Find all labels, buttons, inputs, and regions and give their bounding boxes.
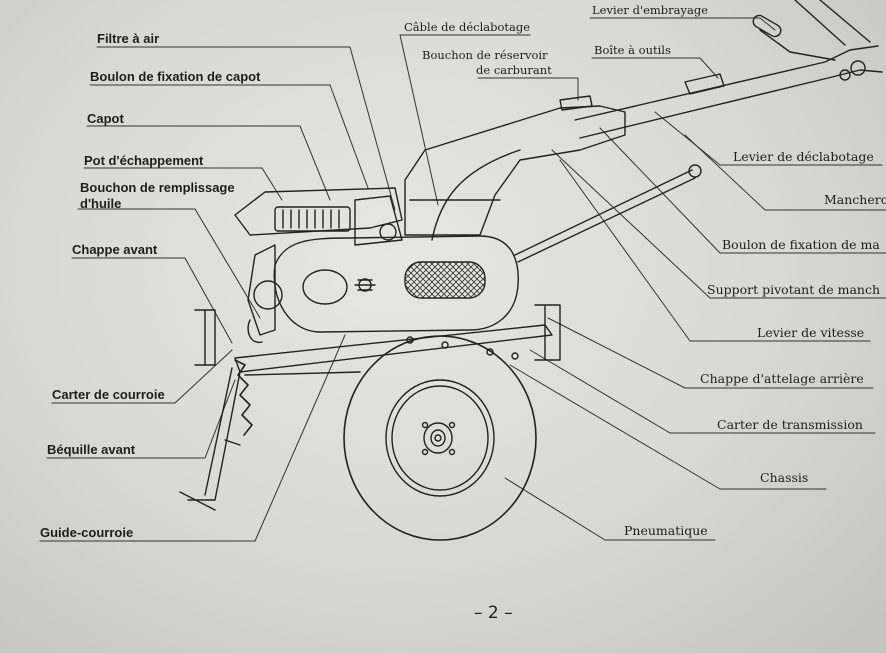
label-levier-declabotage: Levier de déclabotage: [733, 149, 874, 164]
label-bouchon-reservoir-1: Bouchon de réservoir: [422, 48, 548, 62]
label-carter-courroie: Carter de courroie: [52, 387, 165, 402]
label-carter-transmission: Carter de transmission: [717, 417, 863, 432]
label-boulon-fixation-ma: Boulon de fixation de ma: [722, 237, 880, 252]
label-pneumatique: Pneumatique: [624, 523, 708, 538]
label-bouchon-huile-1: Bouchon de remplissage: [80, 180, 235, 195]
label-chassis: Chassis: [760, 470, 809, 485]
page-number: – 2 –: [474, 603, 513, 623]
label-chappe-avant: Chappe avant: [72, 242, 158, 257]
label-boulon-capot: Boulon de fixation de capot: [90, 69, 261, 84]
label-chappe-attelage: Chappe d'attelage arrière: [700, 371, 864, 386]
label-bouchon-huile-2: d'huile: [80, 196, 122, 211]
label-mancheron: Mancheron: [824, 192, 886, 207]
engine-hood: [234, 187, 403, 246]
speed-lever: [514, 164, 702, 263]
label-filtre-air: Filtre à air: [97, 31, 160, 46]
front-stand: [179, 359, 253, 511]
label-guide-courroie: Guide-courroie: [40, 525, 134, 540]
engine-block: [247, 244, 283, 344]
label-capot: Capot: [87, 111, 124, 126]
label-bequille-avant: Béquille avant: [47, 442, 136, 457]
label-pot-echappement: Pot d'échappement: [84, 153, 204, 168]
label-levier-embrayage: Levier d'embrayage: [592, 3, 709, 17]
handlebars: [574, 0, 883, 139]
belt-housing: [273, 235, 519, 333]
label-boite-outils: Boîte à outils: [594, 43, 671, 57]
label-cable-declabotage: Câble de déclabotage: [404, 20, 531, 34]
body: [404, 95, 626, 241]
wheel: [343, 335, 537, 541]
label-levier-vitesse: Levier de vitesse: [757, 325, 865, 340]
leader-lines: [39, 17, 886, 542]
label-support-pivotant: Support pivotant de manch: [707, 282, 881, 297]
label-bouchon-reservoir-2: de carburant: [476, 63, 552, 77]
